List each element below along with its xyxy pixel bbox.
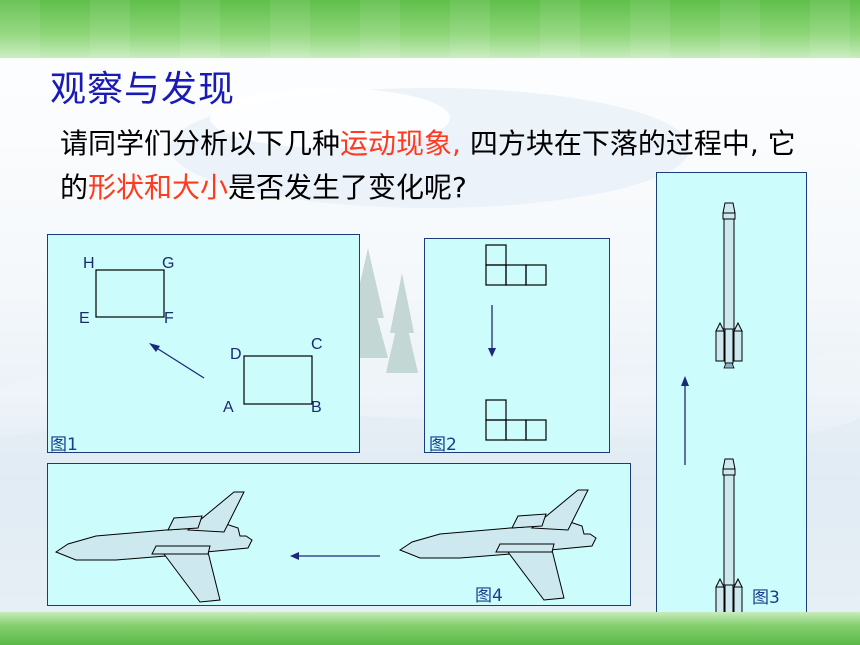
tetromino-shape-top	[485, 244, 547, 286]
figure-1-drawing	[95, 269, 313, 405]
rectangle-efgh	[95, 269, 165, 318]
figure-4-panel: 图4	[47, 463, 631, 606]
label-h: H	[83, 255, 95, 272]
figure-4-caption: 图4	[475, 586, 503, 606]
figure-2-panel: 图2	[424, 238, 610, 455]
figure-1-caption: 图1	[50, 435, 78, 455]
arrow-icon	[681, 376, 689, 465]
arrow-icon	[149, 343, 205, 379]
arrow-icon	[488, 305, 496, 357]
question-text: 请同学们分析以下几种运动现象, 四方块在下落的过程中, 它的形状和大小是否发生了…	[60, 122, 800, 210]
label-f: F	[164, 310, 174, 327]
question-part-3: 是否发生了变化呢?	[228, 171, 467, 204]
figure-3-drawing	[681, 202, 743, 614]
label-c: C	[311, 336, 323, 353]
tetromino-shape-bottom	[485, 399, 547, 441]
figure-3-panel: 图3	[656, 172, 807, 614]
rocket-icon-bottom	[715, 458, 743, 614]
figure-1-panel: H G E F D C A B 图1	[47, 234, 360, 455]
bottom-banner	[0, 612, 860, 645]
top-banner	[0, 0, 860, 58]
rectangle-abcd	[243, 355, 313, 405]
label-b: B	[311, 399, 322, 416]
question-highlight-shape-size: 形状和大小	[88, 171, 229, 204]
slide-title: 观察与发现	[50, 69, 236, 110]
question-part-1: 请同学们分析以下几种	[60, 127, 341, 160]
question-part-2: 四方块在下落的过程中, 它的	[60, 127, 796, 204]
figure-3-caption: 图3	[752, 588, 780, 608]
airplane-icon-left	[55, 491, 253, 603]
figure-4-drawing	[55, 489, 597, 603]
figure-2-drawing	[485, 244, 547, 441]
label-d: D	[230, 346, 242, 363]
question-highlight-motion: 运动现象,	[340, 127, 461, 160]
rocket-icon-top	[715, 202, 743, 369]
label-a: A	[223, 399, 234, 416]
label-g: G	[162, 255, 175, 272]
figure-2-caption: 图2	[429, 435, 457, 455]
label-e: E	[79, 310, 90, 327]
arrow-icon	[290, 552, 380, 560]
